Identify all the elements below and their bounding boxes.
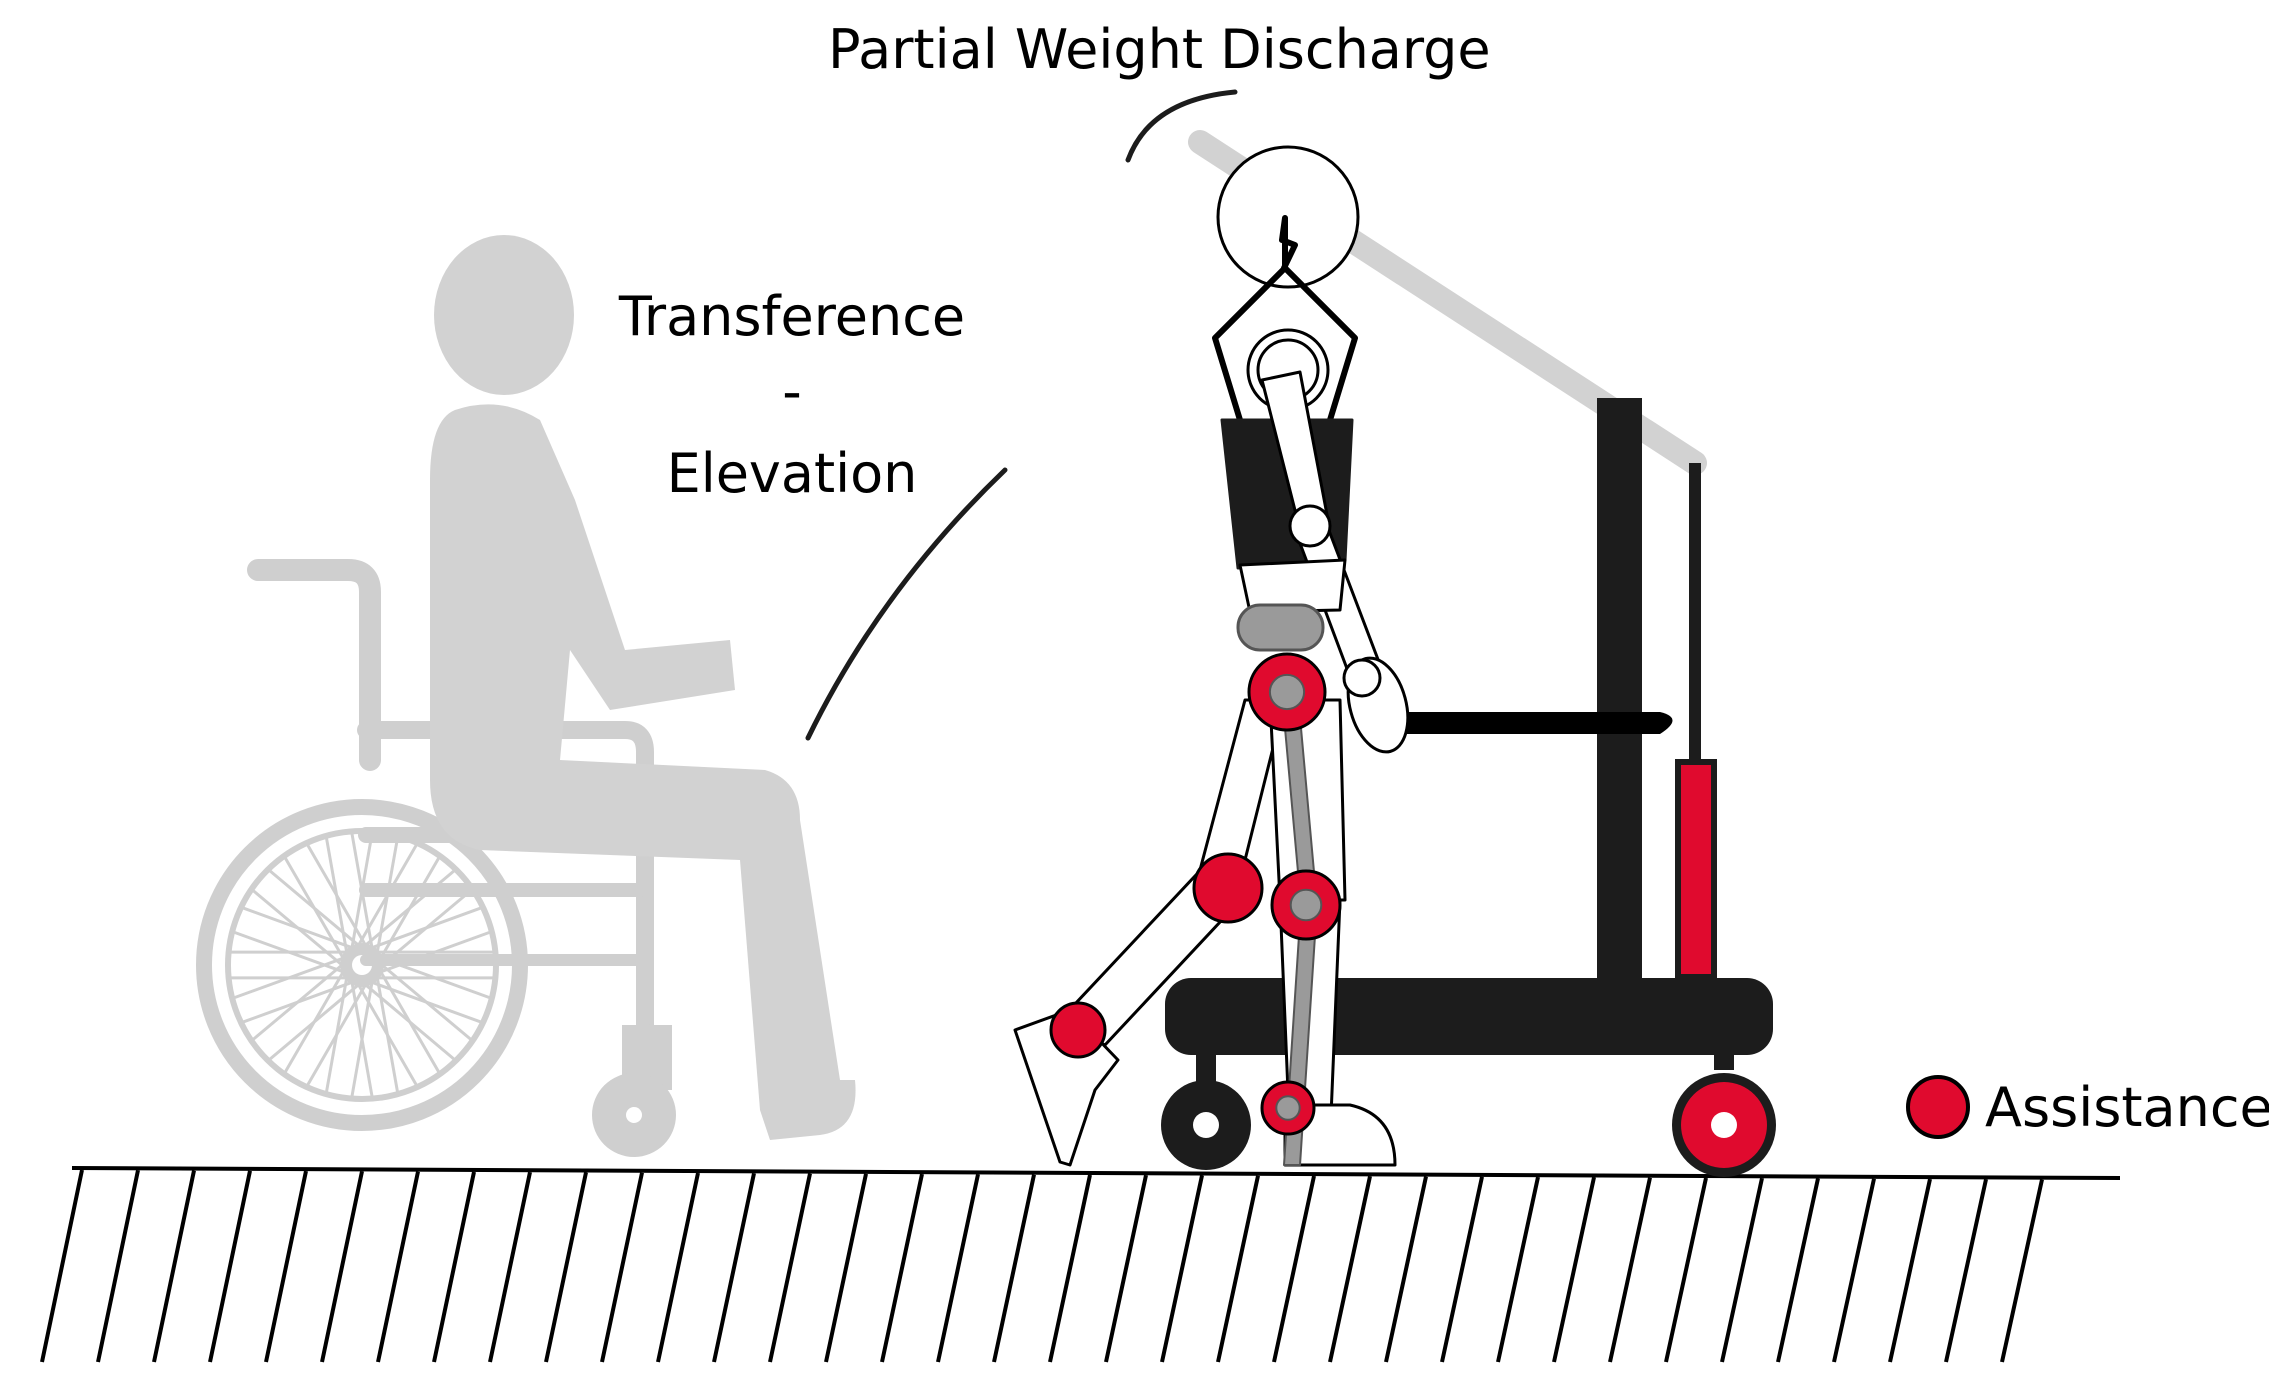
assistance-joints [1049,652,1342,1136]
wheel-spoke [357,983,418,1086]
hatch-line [992,1174,1036,1363]
walker-handle [1360,712,1673,734]
transference-label: Transference [618,285,965,348]
hatch-line [824,1173,868,1363]
hatch-line [880,1173,924,1363]
walker-base [1165,978,1773,1055]
hip-pad [1236,603,1325,652]
hatch-line [936,1173,980,1363]
hatch-line [1720,1177,1764,1363]
hatch-line [320,1170,364,1363]
linear-actuator [1675,759,1717,980]
hatch-line [1832,1178,1876,1363]
seated-person-ghost [430,235,856,1140]
hatch-line [712,1172,756,1363]
ground-hatching [40,1169,2044,1363]
hatch-line [1664,1177,1708,1363]
hatch-line [600,1172,644,1363]
front-wheel [1161,1050,1251,1170]
hatch-line [1048,1174,1092,1363]
wheel-spoke [233,956,344,1000]
hatch-line [544,1172,588,1363]
sling-harness [1212,215,1358,423]
ankle-joint-front-hub [1275,1095,1301,1121]
wheel-spoke [252,963,343,1041]
hatch-line [1440,1176,1484,1363]
hatch-line [1888,1178,1932,1363]
knee-joint-back [1192,852,1264,924]
hatch-line [264,1170,308,1363]
wheel-spoke [283,971,345,1074]
legend-red-circle-icon [1906,1075,1970,1139]
hatch-line [208,1170,252,1363]
wheel-spoke [350,982,374,1097]
hatch-line [1496,1176,1540,1363]
hip-joint-hub [1268,673,1306,711]
hatch-line [1384,1176,1428,1363]
lower-torso [1238,558,1347,614]
ankle-joint-back [1049,1001,1107,1059]
motion-arcs [805,89,1238,741]
legend-label: Assistance [1985,1076,2269,1139]
user-head [1216,145,1360,289]
hatch-line [376,1171,420,1363]
hatch-line [1328,1175,1372,1363]
elevation-arc [805,467,1008,741]
hatch-line [2000,1179,2044,1363]
wheelchair-rear-wheel [196,799,528,1131]
legend: Assistance [1906,1075,2269,1139]
hatch-line [40,1169,84,1363]
discharge-arc [1125,89,1238,163]
ground-line [71,1166,2121,1180]
knee-joint-front-hub [1289,888,1323,922]
hatch-line [432,1171,476,1363]
wheel-spoke [242,906,353,950]
hatch-line [656,1172,700,1363]
wheel-spoke [324,977,349,1093]
wheel-spoke [268,869,360,947]
hatch-line [768,1173,812,1363]
rear-wheel-assisted [1672,1050,1776,1177]
hatch-line [488,1171,532,1363]
hatch-line [1272,1175,1316,1363]
wheel-spoke [364,983,456,1061]
hatch-line [1776,1178,1820,1363]
hatch-line [1552,1176,1596,1363]
transference-dash: - [782,360,802,423]
ground [40,1166,2121,1363]
hatch-line [96,1169,140,1363]
hatch-line [1160,1175,1204,1363]
hatch-line [1608,1177,1652,1363]
hatch-line [1216,1175,1260,1363]
weight-discharge-label: Partial Weight Discharge [828,18,1491,81]
elevation-label: Elevation [667,442,918,505]
ghost-head [434,235,574,395]
wheel-spoke [306,844,367,947]
wheel-spoke [371,980,482,1024]
wheel-spoke [379,856,441,959]
hatch-line [1104,1174,1148,1363]
wheelchair-caster [592,1025,676,1157]
hatch-line [1944,1178,1988,1363]
hatch-line [152,1170,196,1363]
ghost-torso [430,404,856,1140]
walker-upright [1597,398,1642,988]
